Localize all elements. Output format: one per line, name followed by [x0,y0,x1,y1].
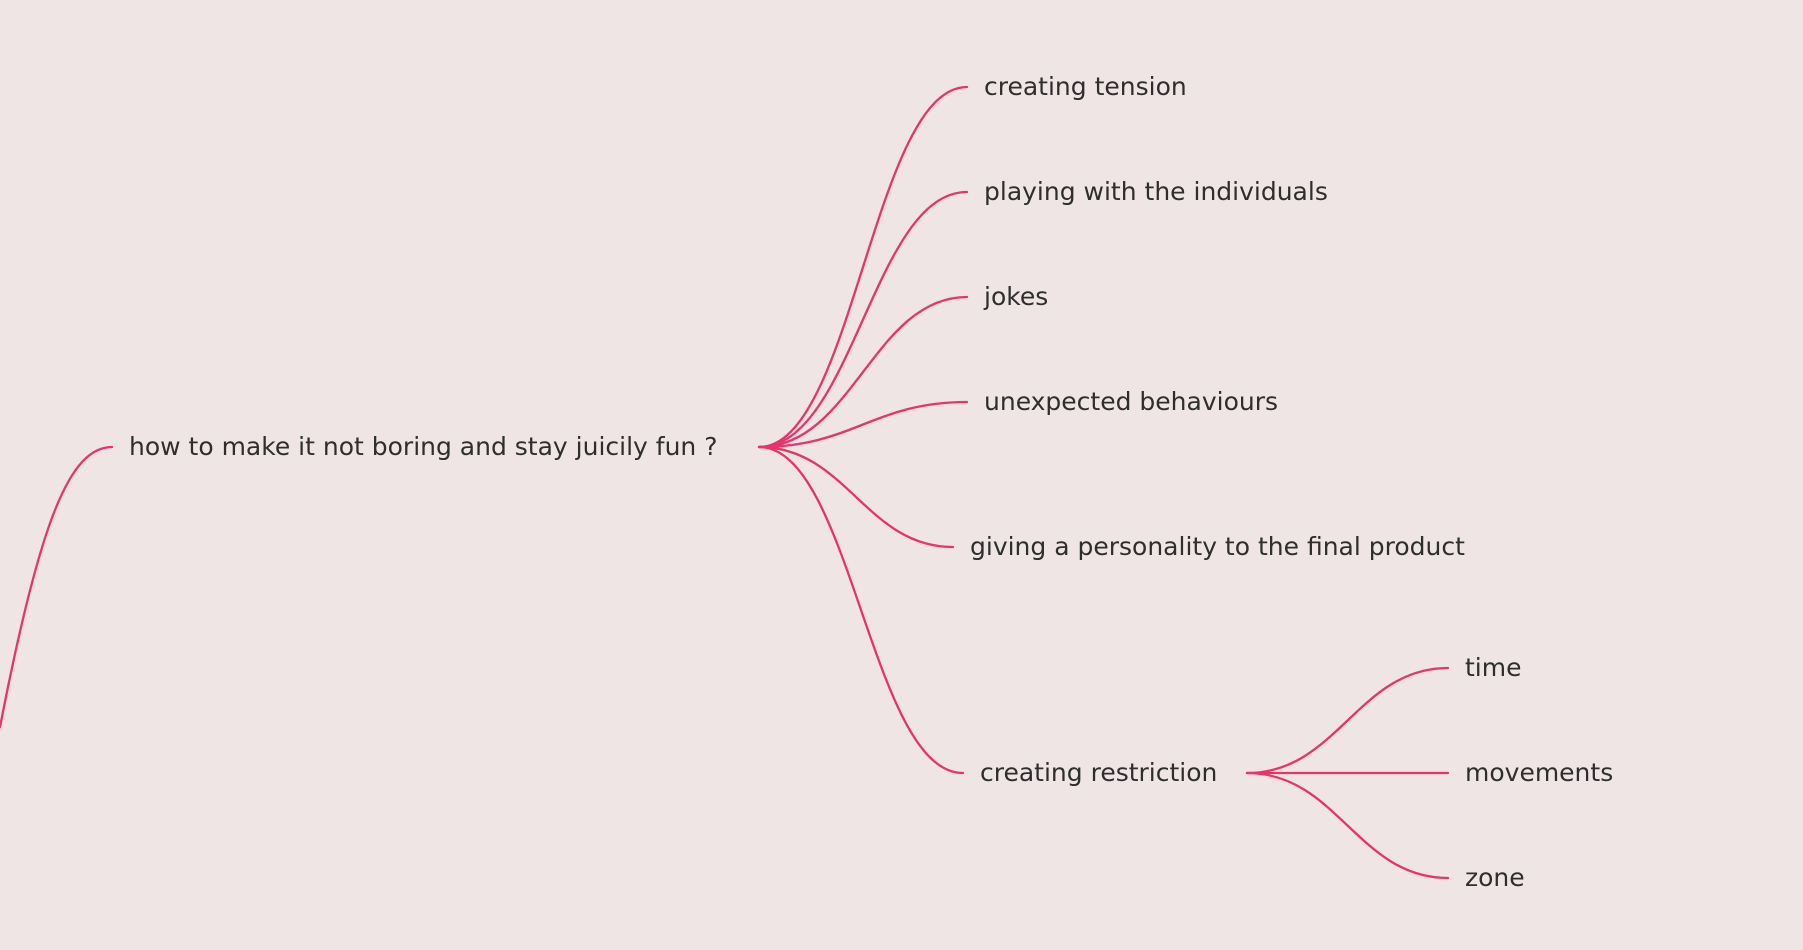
edge-unexpected-behaviours [757,400,969,449]
edge-time [1245,666,1450,775]
edge-giving-personality [757,445,955,549]
edge-zone [1245,771,1450,880]
edge-creating-restriction [757,445,965,775]
node-zone[interactable]: zone [1465,863,1525,892]
node-jokes[interactable]: jokes [984,282,1049,311]
edge-playing-with-individuals [757,190,969,449]
node-giving-a-personality[interactable]: giving a personality to the final produc… [970,532,1465,561]
node-movements[interactable]: movements [1465,758,1614,787]
node-unexpected-behaviours[interactable]: unexpected behaviours [984,387,1279,416]
edge-incoming [0,445,114,729]
root-node[interactable]: how to make it not boring and stay juici… [129,432,718,461]
edge-jokes [757,295,969,449]
node-creating-restriction[interactable]: creating restriction [980,758,1218,787]
node-creating-tension[interactable]: creating tension [984,72,1187,101]
edge-creating-tension [757,85,969,449]
node-playing-with-the-individuals[interactable]: playing with the individuals [984,177,1328,206]
node-time[interactable]: time [1465,653,1522,682]
